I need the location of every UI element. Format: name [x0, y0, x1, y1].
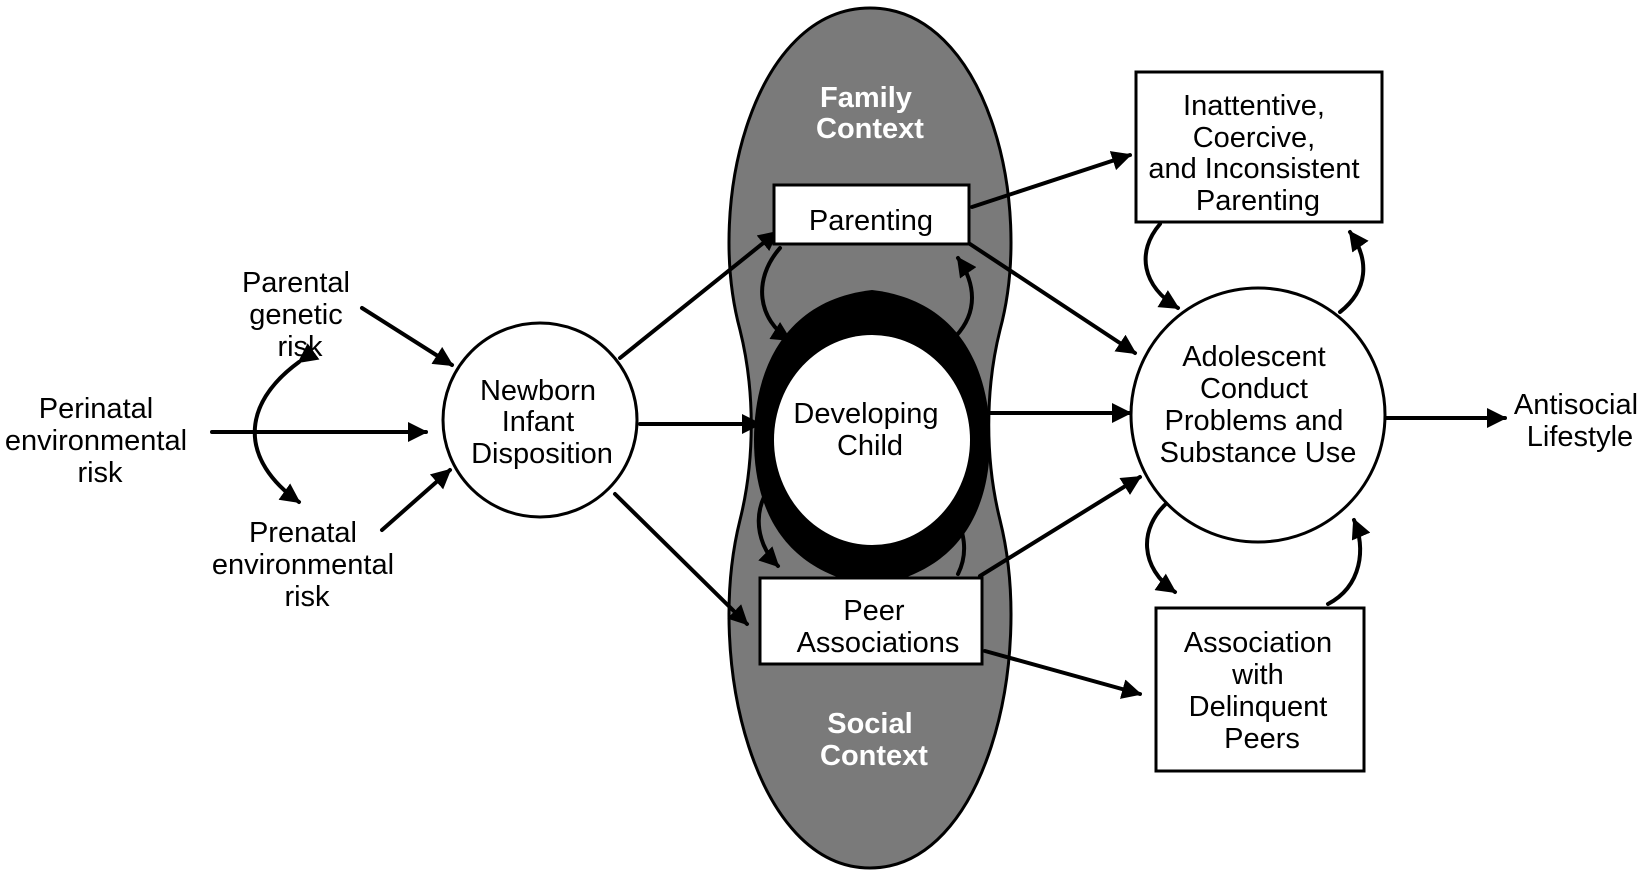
arrow-peers-to-child	[948, 506, 969, 576]
newborn-label: Newborn Infant Disposition	[471, 375, 613, 470]
delinquent-peers-label: Association with Delinquent Peers	[1184, 627, 1340, 755]
arrow-newborn-to-parenting	[618, 230, 779, 360]
prenatal-environmental-risk-label: Prenatal environmental risk	[212, 517, 402, 613]
newborn-circle	[441, 321, 639, 519]
arrow-parenting-to-adolescent	[968, 242, 1137, 355]
arrow-prenatal-to-newborn	[380, 468, 452, 532]
arrow-inattentive-to-adolescent	[1143, 222, 1180, 310]
social-context-label: Social Context	[820, 708, 928, 772]
arrow-delinquent-to-adolescent	[1326, 518, 1371, 606]
arrow-parenting-to-child	[760, 246, 792, 342]
perinatal-environmental-risk-label: Perinatal environmental risk	[5, 393, 195, 489]
parenting-box	[772, 183, 971, 246]
family-context-label: Family Context	[816, 82, 924, 145]
peer-associations-label: Peer Associations	[797, 595, 960, 659]
parenting-label: Parenting	[809, 205, 933, 237]
arrow-peers-to-delinquent	[983, 649, 1142, 699]
arrow-parenting-to-inattentive	[970, 151, 1132, 209]
arrow-peers-to-adolescent	[978, 475, 1142, 578]
arrow-genetic-to-newborn	[360, 306, 454, 367]
arrow-adolescent-to-inattentive	[1338, 230, 1369, 314]
parental-genetic-risk-label: Parental genetic risk	[242, 267, 358, 363]
inattentive-parenting-box	[1134, 70, 1384, 224]
developing-child-circle	[774, 335, 970, 545]
developing-child-label: Developing Child	[793, 398, 946, 462]
arrow-newborn-to-peers	[613, 492, 749, 626]
peer-associations-box	[758, 576, 984, 666]
antisocial-lifestyle-label: Antisocial Lifestyle	[1514, 389, 1646, 453]
arrows	[210, 151, 1507, 699]
arrow-child-to-parenting	[954, 256, 977, 338]
delinquent-peers-box	[1154, 606, 1366, 773]
arrow-adolescent-to-delinquent	[1145, 500, 1177, 594]
adolescent-circle	[1129, 286, 1387, 544]
inattentive-parenting-label: Inattentive, Coercive, and Inconsistent …	[1148, 90, 1367, 217]
arrow-child-to-peers	[756, 474, 782, 568]
arrow-genetic-prenatal-correlation	[252, 343, 320, 504]
adolescent-label: Adolescent Conduct Problems and Substanc…	[1160, 341, 1357, 469]
